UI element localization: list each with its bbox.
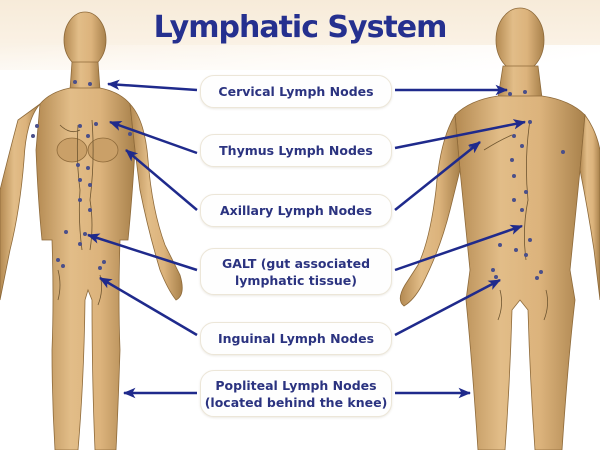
female-right-arm: [0, 103, 41, 301]
label-popliteal-lymph-nodes: Popliteal Lymph Nodes (located behind th…: [200, 370, 392, 417]
arrows: [87, 79, 527, 399]
arrow-inguinal-left: [99, 276, 198, 337]
label-line: lymphatic tissue): [235, 272, 357, 288]
arrow-thymus-left: [109, 120, 198, 155]
female-body: [35, 87, 136, 450]
label-line: Axillary Lymph Nodes: [219, 203, 373, 218]
label-line: Inguinal Lymph Nodes: [217, 331, 375, 346]
arrow-axillary-left: [125, 149, 198, 211]
label-line: Cervical Lymph Nodes: [218, 84, 374, 99]
diagram-title: Lymphatic System: [153, 10, 448, 45]
label-line: (located behind the knee): [204, 394, 388, 410]
label-line: GALT (gut associated: [221, 255, 371, 271]
label-line: Popliteal Lymph Nodes: [215, 377, 377, 393]
male-body: [454, 95, 586, 450]
label-cervical-lymph-nodes: Cervical Lymph Nodes: [200, 75, 392, 108]
male-left-arm: [579, 113, 600, 301]
arrow-inguinal-right: [394, 278, 501, 337]
female-breast-right: [56, 137, 88, 163]
male-lymph-vessels: [483, 119, 548, 321]
label-thymus-lymph-nodes: Thymus Lymph Nodes: [200, 134, 392, 167]
arrow-axillary-right: [394, 141, 481, 211]
female-breast-left: [87, 137, 119, 163]
arrow-galt-left: [87, 233, 198, 272]
arrow-thymus-right: [394, 119, 527, 150]
male-figure: [399, 7, 600, 450]
label-axillary-lymph-nodes: Axillary Lymph Nodes: [200, 194, 392, 227]
female-neck: [69, 61, 101, 91]
female-figure: [0, 11, 183, 450]
male-neck: [497, 65, 543, 99]
female-node-dots: [31, 80, 132, 270]
male-right-arm: [399, 113, 461, 307]
label-line: Thymus Lymph Nodes: [219, 143, 373, 158]
female-left-arm: [129, 102, 183, 301]
arrow-cervical-left: [106, 79, 198, 92]
label-inguinal-lymph-nodes: Inguinal Lymph Nodes: [200, 322, 392, 355]
label-galt: GALT (gut associated lymphatic tissue): [200, 248, 392, 295]
arrow-galt-right: [394, 224, 523, 272]
